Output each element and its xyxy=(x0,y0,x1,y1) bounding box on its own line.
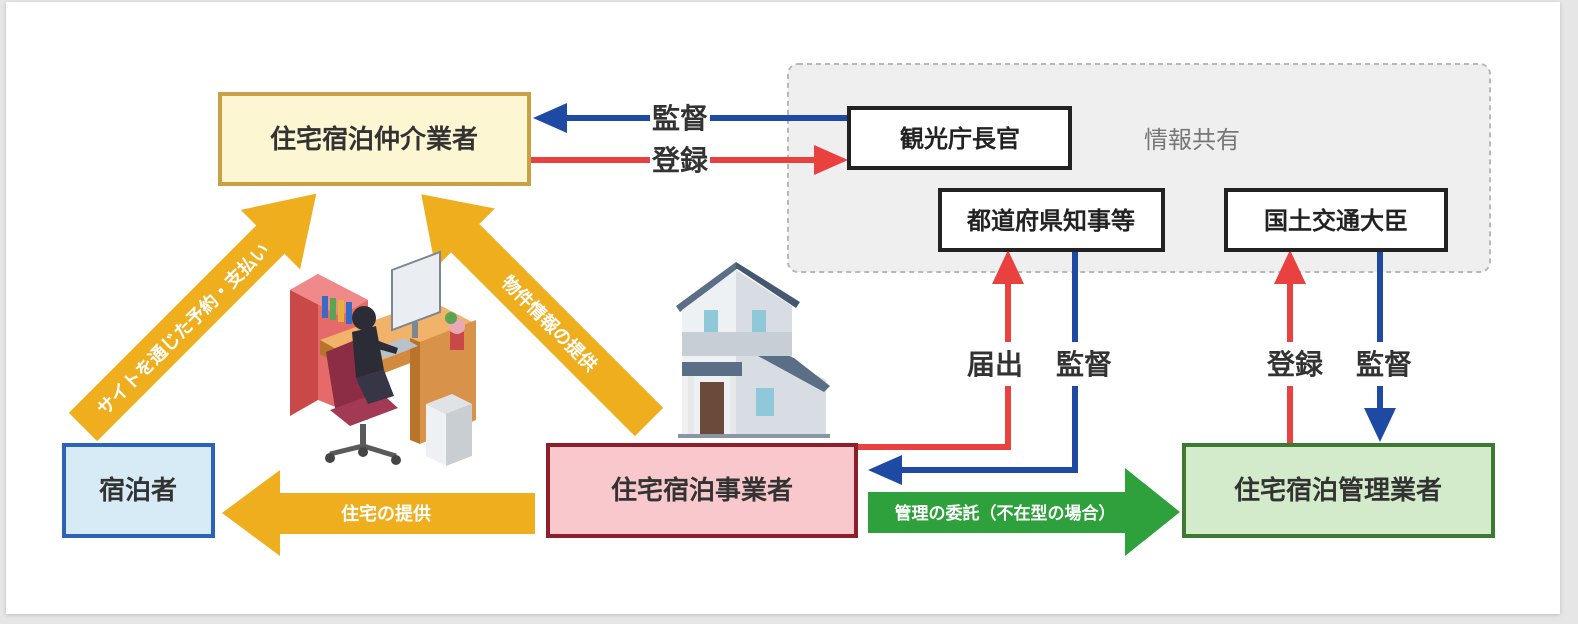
house-illustration xyxy=(676,262,830,438)
supervise-manager-label: 監督 xyxy=(1356,348,1412,381)
broker-label: 住宅宿泊仲介業者 xyxy=(270,124,478,155)
info-share-label: 情報共有 xyxy=(1144,126,1240,154)
entrust-label: 管理の委託（不在型の場合） xyxy=(895,503,1116,524)
governor-box xyxy=(938,188,1165,252)
supervise-operator-label: 監督 xyxy=(1056,348,1112,381)
office-worker-illustration xyxy=(290,250,476,466)
governor-label: 都道府県知事等 xyxy=(966,207,1135,235)
supervise-operator-arrow xyxy=(868,250,1078,485)
notify-arrow xyxy=(858,250,1024,450)
commissioner-label: 観光庁長官 xyxy=(900,125,1020,153)
minister-label: 国土交通大臣 xyxy=(1264,207,1408,235)
operator-box xyxy=(546,443,858,538)
property-info-label: 物件情報の提供 xyxy=(497,271,602,376)
manager-box xyxy=(1182,443,1495,538)
guest-box xyxy=(62,443,215,538)
guest-label: 宿泊者 xyxy=(99,475,177,506)
register-broker-arrow xyxy=(531,145,848,175)
register-broker-label: 登録 xyxy=(651,144,709,177)
supervise-broker-arrow xyxy=(533,103,848,133)
notify-label: 届出 xyxy=(967,348,1023,381)
entrust-arrow: 管理の委託（不在型の場合） xyxy=(868,468,1180,556)
housing-provision-label: 住宅の提供 xyxy=(341,503,431,525)
register-manager-label: 登録 xyxy=(1266,348,1324,381)
housing-provision-arrow: 住宅の提供 xyxy=(222,470,535,556)
manager-label: 住宅宿泊管理業者 xyxy=(1234,475,1442,506)
supervise-broker-label: 監督 xyxy=(652,102,708,135)
operator-label: 住宅宿泊事業者 xyxy=(611,475,793,506)
commissioner-box xyxy=(847,106,1072,170)
broker-box xyxy=(218,92,531,186)
booking-arrow-label: サイトを通じた予約・支払い xyxy=(93,239,274,420)
minister-box xyxy=(1224,188,1448,252)
